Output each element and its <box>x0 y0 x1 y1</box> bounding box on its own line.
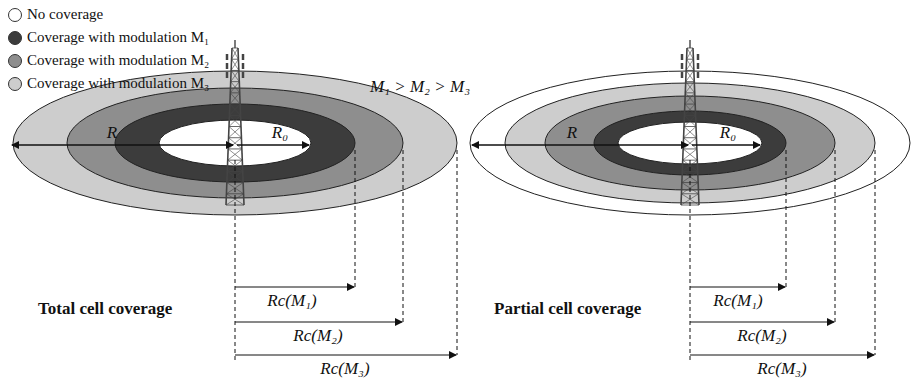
legend-text: Coverage with modulation M₁ <box>27 29 209 46</box>
coverage-radius-label: Rc(M₁) <box>267 292 316 311</box>
legend-entry: Coverage with modulation M₂ <box>8 52 209 69</box>
radius-label: R <box>107 124 117 143</box>
panel-title: Total cell coverage <box>38 300 172 319</box>
legend-swatch <box>8 31 22 45</box>
legend-entry: Coverage with modulation M₁ <box>8 29 209 46</box>
coverage-radius-label: Rc(M₃) <box>757 360 806 379</box>
legend-entry: No coverage <box>8 6 103 23</box>
legend-text: Coverage with modulation M₃ <box>27 75 209 92</box>
legend-entry: Coverage with modulation M₃ <box>8 75 209 92</box>
modulation-order: M₁ > M₂ > M₃ <box>370 78 470 97</box>
coverage-radius-label: Rc(M₂) <box>293 327 342 346</box>
inner-radius-label: R₀ <box>272 124 288 143</box>
legend-text: Coverage with modulation M₂ <box>27 52 209 69</box>
legend-swatch <box>8 77 22 91</box>
inner-radius-label: R₀ <box>720 124 736 143</box>
coverage-radius-label: Rc(M₃) <box>320 360 369 379</box>
legend-swatch <box>8 54 22 68</box>
radius-label: R <box>567 124 577 143</box>
panel-title: Partial cell coverage <box>494 300 641 319</box>
coverage-radius-label: Rc(M₁) <box>713 292 762 311</box>
legend-swatch <box>8 8 22 22</box>
legend-text: No coverage <box>27 6 103 23</box>
coverage-radius-label: Rc(M₂) <box>737 327 786 346</box>
